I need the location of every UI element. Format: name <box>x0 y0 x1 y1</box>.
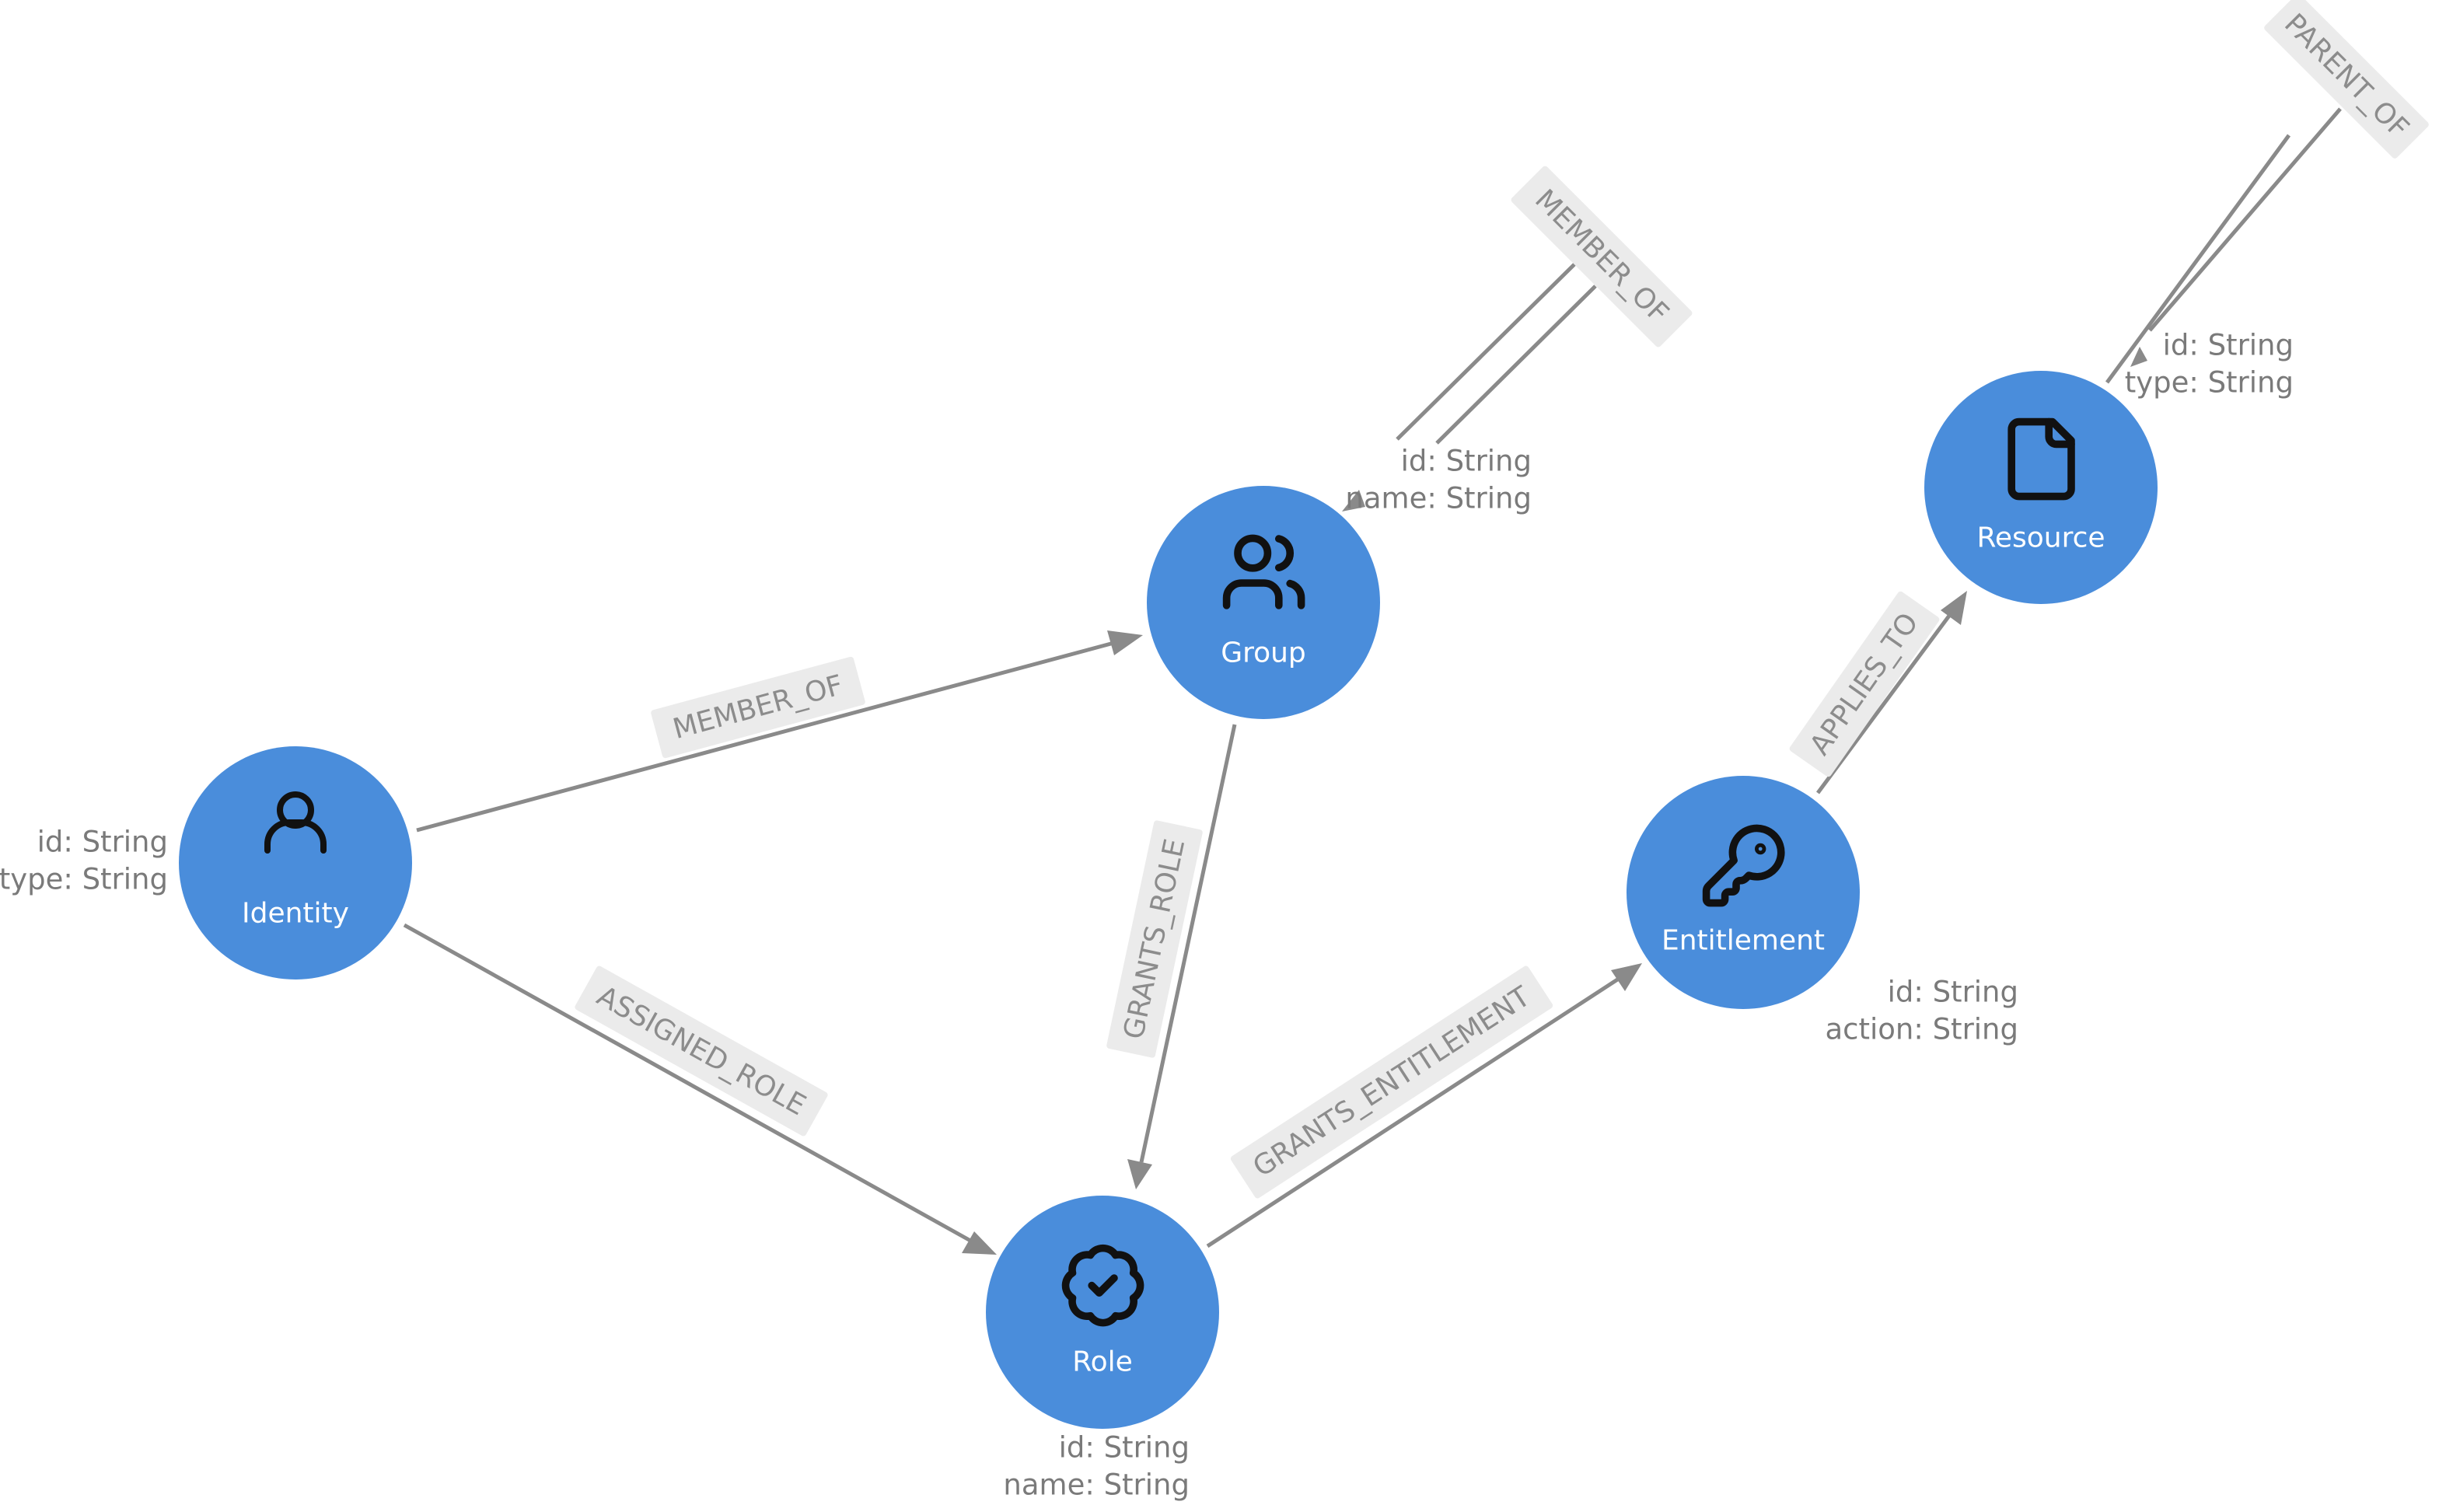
node-prop-resource-id: id: String <box>2163 329 2294 362</box>
node-prop-identity-type: type: String <box>0 863 168 896</box>
edge-label-grants-role: GRANTS_ROLE <box>1118 836 1192 1042</box>
node-prop-group-name: name: String <box>1345 482 1532 515</box>
node-prop-resource-type: type: String <box>2125 366 2294 400</box>
edge-role-grants-entitlement-entitlement[interactable]: GRANTS_ENTITLEMENT <box>1206 963 1642 1248</box>
key-icon <box>1702 824 1785 907</box>
node-label-role: Role <box>1072 1346 1133 1378</box>
node-group[interactable]: Group <box>1147 486 1380 719</box>
node-resource[interactable]: Resource <box>1924 371 2158 604</box>
node-prop-group-id: id: String <box>1401 445 1532 478</box>
node-role[interactable]: Role <box>986 1196 1219 1429</box>
node-prop-entitlement-id: id: String <box>1888 976 2018 1009</box>
edge-identity-member-of-group[interactable]: MEMBER_OF <box>416 630 1143 833</box>
user-icon <box>264 791 327 854</box>
node-prop-identity-id: id: String <box>37 826 168 859</box>
edge-label-assigned-role: ASSIGNED_ROLE <box>592 980 811 1122</box>
file-icon <box>2007 417 2075 501</box>
node-label-group: Group <box>1221 637 1306 669</box>
users-icon <box>1222 534 1305 609</box>
node-label-entitlement: Entitlement <box>1662 925 1825 957</box>
badge-check-icon <box>1061 1244 1144 1327</box>
edge-label-member-of-self: MEMBER_OF <box>1529 183 1675 330</box>
edge-label-parent-of: PARENT_OF <box>2278 8 2415 145</box>
edge-entitlement-applies-to-resource[interactable]: APPLIES_TO <box>1788 590 1967 794</box>
node-label-resource: Resource <box>1976 522 2105 554</box>
node-prop-entitlement-action: action: String <box>1825 1013 2018 1046</box>
node-prop-role-id: id: String <box>1059 1431 1190 1465</box>
edge-identity-assigned-role-role[interactable]: ASSIGNED_ROLE <box>403 923 997 1255</box>
node-entitlement[interactable]: Entitlement <box>1627 776 1860 1009</box>
node-label-identity: Identity <box>242 898 349 930</box>
edge-resource-parent-of-self[interactable]: PARENT_OF <box>2105 0 2430 384</box>
node-prop-role-name: name: String <box>1003 1468 1190 1502</box>
edge-group-grants-role-role[interactable]: GRANTS_ROLE <box>1106 724 1237 1189</box>
edge-label-applies-to: APPLIES_TO <box>1804 607 1925 761</box>
edge-label-grants-entitlement: GRANTS_ENTITLEMENT <box>1248 980 1537 1183</box>
node-identity[interactable]: Identity <box>179 746 412 979</box>
